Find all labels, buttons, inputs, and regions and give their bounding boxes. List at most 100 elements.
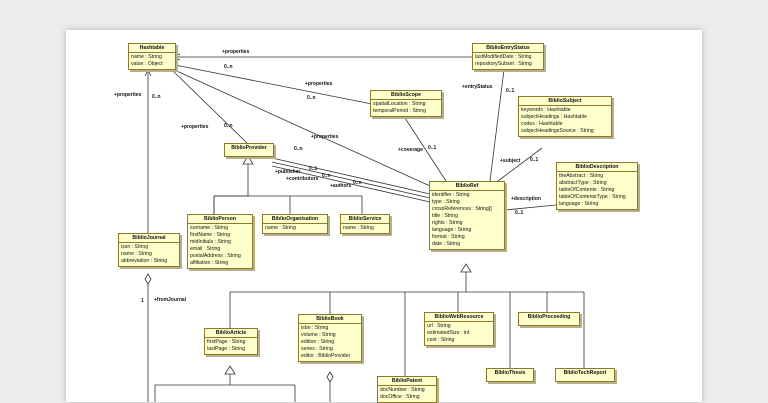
label-multiplicity: 0..1 [309, 166, 318, 172]
class-attribute: name : String [131, 54, 162, 60]
label-subject: +subject [500, 158, 521, 164]
class-biblio-provider[interactable]: BiblioProvider [224, 143, 274, 157]
class-biblio-ref[interactable]: BiblioRef identifier : String type : Str… [429, 181, 505, 250]
class-attribute: spatialLocation : String [373, 101, 426, 107]
class-biblio-service[interactable]: BiblioService name : String [340, 214, 390, 234]
class-attribute: affiliation : String [190, 260, 229, 266]
class-attribute: theAbstract : String [559, 173, 604, 179]
class-hashtable[interactable]: Hashtable name : String value : Object [128, 43, 176, 70]
class-title: BiblioRef [430, 182, 504, 191]
class-attribute: title : String [432, 213, 458, 219]
class-attribute: name : String [121, 251, 152, 257]
label-multiplicity: 0..n [152, 94, 161, 100]
class-biblio-web-resource[interactable]: BiblioWebResource url : String estimated… [424, 312, 494, 346]
label-multiplicity: 0..n [294, 146, 303, 152]
class-title: BiblioTechReport [563, 370, 607, 376]
class-title: Hashtable [129, 44, 175, 53]
class-biblio-subject[interactable]: BiblioSubject keywords : Hashtable subje… [518, 96, 612, 137]
class-attribute: name : String [343, 225, 374, 231]
class-attribute: tableOfContentsType : String [559, 194, 626, 200]
class-title: BiblioScope [371, 91, 441, 100]
class-attribute: lastPage : String [207, 346, 246, 352]
label-multiplicity: 0..n [307, 95, 316, 101]
class-attribute: name : String [265, 225, 296, 231]
class-title: BiblioWebResource [425, 313, 493, 322]
label-authors: +authors [330, 183, 352, 189]
label-multiplicity: 1 [141, 298, 144, 304]
class-title: BiblioPerson [188, 215, 252, 224]
label-entry-status: +entryStatus [462, 84, 493, 90]
class-attribute: midInitials : String [190, 239, 231, 245]
class-attribute: email : String [190, 246, 221, 252]
class-attribute: issn : String [121, 244, 149, 250]
class-title: BiblioEntryStatus [473, 44, 543, 53]
label-multiplicity: 0..1 [530, 157, 539, 163]
class-attribute: language : String [559, 201, 599, 207]
class-attribute: postalAddress : String [190, 253, 241, 259]
class-biblio-entry-status[interactable]: BiblioEntryStatus lastModifiedDate : Str… [472, 43, 544, 70]
class-attribute: subjectHeadings : Hashtable [521, 114, 588, 120]
class-biblio-thesis[interactable]: BiblioThesis [486, 368, 534, 382]
class-attribute: format : String [432, 234, 465, 240]
label-multiplicity: 0..n [353, 180, 362, 186]
label-publisher: +publisher [275, 169, 301, 175]
class-title: BiblioProceeding [527, 314, 571, 320]
class-attribute: abstractType : String [559, 180, 607, 186]
class-attribute: series : String [301, 346, 333, 352]
class-attribute: editor : BiblioProvider [301, 353, 351, 359]
label-properties: +properties [311, 134, 339, 140]
class-attribute: cost : String [427, 337, 455, 343]
class-title: BiblioPatent [378, 377, 436, 386]
class-attribute: date : String [432, 241, 460, 247]
class-attribute: subjectHeadingsSource : String [521, 128, 594, 134]
label-coverage: +coverage [398, 147, 423, 153]
label-properties: +properties [222, 49, 250, 55]
label-properties: +properties [305, 81, 333, 87]
label-from-journal: +fromJournal [154, 297, 187, 303]
class-attribute: tableOfContents : String [559, 187, 615, 193]
class-attribute: firstName : String [190, 232, 231, 238]
class-biblio-article[interactable]: BiblioArticle firstPage : String lastPag… [204, 328, 258, 355]
label-multiplicity: 0..1 [506, 88, 515, 94]
class-biblio-scope[interactable]: BiblioScope spatialLocation : String tem… [370, 90, 442, 117]
class-biblio-book[interactable]: BiblioBook isbn : String volume : String… [298, 314, 362, 362]
class-biblio-patent[interactable]: BiblioPatent docNumber : String docOffic… [377, 376, 437, 403]
class-title: BiblioOrganisation [263, 215, 327, 224]
class-attribute: codes : Hashtable [521, 121, 563, 127]
class-attribute: abbreviation : String [121, 258, 168, 264]
class-attribute: isbn : String [301, 325, 329, 331]
class-biblio-organisation[interactable]: BiblioOrganisation name : String [262, 214, 328, 234]
class-title: BiblioService [341, 215, 389, 224]
label-multiplicity: 0..n [224, 64, 233, 70]
class-attribute: url : String [427, 323, 451, 329]
label-multiplicity: 0..n [322, 173, 331, 179]
class-attribute: estimatedSize : int [427, 330, 470, 336]
class-attribute: identifier : String [432, 192, 470, 198]
class-attribute: docNumber : String [380, 387, 425, 393]
class-attribute: surname : String [190, 225, 229, 231]
class-attribute: crossReferences : String[] [432, 206, 492, 212]
label-multiplicity: 0..n [224, 123, 233, 129]
class-attribute: edition : String [301, 339, 335, 345]
label-contributors: +contributors [286, 176, 319, 182]
class-title: BiblioDescription [557, 163, 637, 172]
label-properties: +properties [181, 124, 209, 130]
label-properties: +properties [114, 92, 142, 98]
class-title: BiblioBook [299, 315, 361, 324]
class-biblio-person[interactable]: BiblioPerson surname : String firstName … [187, 214, 253, 269]
label-multiplicity: 0..1 [428, 145, 437, 151]
class-biblio-proceeding[interactable]: BiblioProceeding [518, 312, 580, 326]
class-attribute: lastModifiedDate : String [475, 54, 532, 60]
class-attribute: docOffice : String [380, 394, 420, 400]
class-attribute: type : String [432, 199, 460, 205]
class-attribute: rights : String [432, 220, 463, 226]
class-biblio-tech-report[interactable]: BiblioTechReport [555, 368, 615, 382]
class-attribute: firstPage : String [207, 339, 246, 345]
class-attribute: value : Object [131, 61, 163, 67]
class-title: BiblioSubject [519, 97, 611, 106]
label-multiplicity: 0..1 [515, 210, 524, 216]
class-biblio-description[interactable]: BiblioDescription theAbstract : String a… [556, 162, 638, 210]
class-biblio-journal[interactable]: BiblioJournal issn : String name : Strin… [118, 233, 180, 267]
class-attribute: keywords : Hashtable [521, 107, 571, 113]
class-title: BiblioProvider [231, 145, 267, 151]
